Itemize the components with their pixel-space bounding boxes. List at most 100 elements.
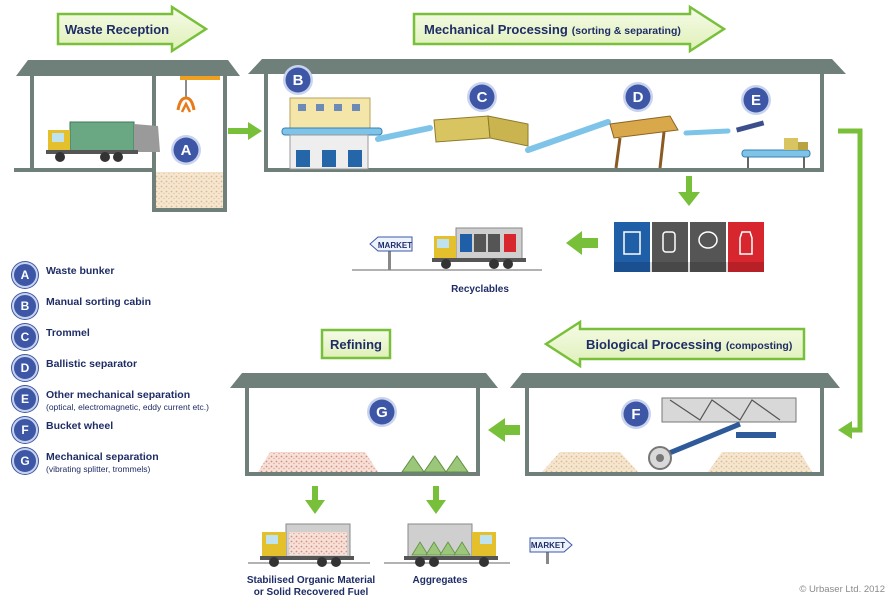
legend-badge: B	[12, 293, 38, 319]
legend-item-b: B Manual sorting cabin	[12, 293, 242, 324]
legend-label: Other mechanical separation(optical, ele…	[46, 386, 209, 413]
banner-mechanical-processing-sub: (sorting & separating)	[572, 25, 681, 37]
legend-label-text: Trommel	[46, 327, 90, 339]
market-sign-recyclables: MARKET	[369, 236, 413, 270]
grab-claw-icon	[176, 96, 196, 111]
badge-letter: E	[751, 92, 761, 109]
arrow-left-refining	[488, 418, 520, 442]
can-icon	[662, 231, 676, 253]
aggregates-pile-icon	[401, 455, 469, 473]
badge-d: D	[623, 82, 653, 112]
cardboard-bin	[614, 222, 650, 272]
banner-refining: Refining	[320, 328, 392, 360]
legend-label: Waste bunker	[46, 262, 114, 277]
plastic-bottles-bin	[728, 222, 764, 272]
arrow-right-1	[228, 122, 262, 140]
mechanical-processing-building	[248, 59, 846, 172]
svg-text:Mechanical Processing(sorting: Mechanical Processing (sorting & separati…	[424, 22, 681, 37]
legend-label: Trommel	[46, 324, 90, 339]
legend-label-text: Other mechanical separation	[46, 389, 191, 401]
copyright-credit: © Urbaser Ltd. 2012	[799, 584, 885, 595]
stabilised-material-truck-icon	[260, 523, 354, 567]
recyclables-truck-icon	[432, 227, 526, 269]
steel-cans-bin	[690, 222, 726, 272]
stabilised-line-1: Stabilised Organic Material	[246, 575, 376, 586]
refining-building	[230, 373, 498, 476]
legend-label-text: Waste bunker	[46, 265, 115, 277]
steel-can-icon	[698, 231, 718, 249]
legend-badge: C	[12, 324, 38, 350]
banner-waste-reception: Waste Reception	[56, 4, 209, 54]
flow-arrows	[228, 122, 863, 514]
banner-waste-reception-label: Waste Reception	[65, 22, 169, 37]
legend-label: Manual sorting cabin	[46, 293, 151, 308]
legend-label-text: Manual sorting cabin	[46, 296, 152, 308]
bucket-wheel-icon	[648, 446, 672, 470]
legend-badge: A	[12, 262, 38, 288]
banner-refining-label: Refining	[330, 337, 382, 352]
biological-processing-building	[510, 373, 840, 476]
market-sign-label: MARKET	[378, 241, 412, 250]
cardboard-icon	[623, 231, 641, 255]
arrow-down-stabilised	[305, 486, 325, 514]
mechanical-separation-icon	[735, 120, 811, 168]
garbage-truck-icon	[46, 121, 160, 162]
legend-item-a: A Waste bunker	[12, 262, 242, 293]
market-sign-label-2: MARKET	[531, 541, 565, 550]
arrow-down-aggregates	[426, 486, 446, 514]
legend-item-d: D Ballistic separator	[12, 355, 242, 386]
badge-letter: A	[181, 142, 192, 159]
badge-letter: F	[631, 406, 640, 423]
badge-b: B	[283, 65, 313, 95]
legend-label-text: Mechanical separation	[46, 451, 159, 463]
legend-item-g: G Mechanical separation(vibrating splitte…	[12, 448, 242, 479]
arrow-down-1	[678, 176, 700, 206]
legend-item-f: F Bucket wheel	[12, 417, 242, 448]
legend-badge: G	[12, 448, 38, 474]
legend-label: Mechanical separation(vibrating splitter…	[46, 448, 159, 475]
stabilised-line-2: or Solid Recovered Fuel	[253, 587, 369, 598]
market-sign-outputs: MARKET	[529, 537, 573, 564]
aggregates-label: Aggregates	[412, 575, 468, 586]
legend-label-text: Ballistic separator	[46, 358, 138, 370]
legend-sublabel: (vibrating splitter, trommels)	[46, 464, 151, 474]
arrow-side-connector	[838, 128, 863, 433]
legend-sublabel: (optical, electromagnetic, eddy current …	[46, 402, 209, 412]
legend-badge: F	[12, 417, 38, 443]
badge-letter: C	[477, 89, 488, 106]
legend-item-c: C Trommel	[12, 324, 242, 355]
svg-text:Biological Processing(composti: Biological Processing (composting)	[586, 337, 792, 352]
ballistic-separator-icon	[609, 115, 679, 169]
badge-g: G	[367, 397, 397, 427]
aggregates-truck-icon	[404, 523, 498, 567]
legend-badge: E	[12, 386, 38, 412]
badge-letter: D	[633, 89, 644, 106]
badge-a: A	[171, 135, 201, 165]
banner-biological-processing-sub: (composting)	[726, 340, 793, 352]
badge-e: E	[741, 85, 771, 115]
trommel-icon	[433, 115, 529, 147]
banner-mechanical-processing-label: Mechanical Processing	[424, 22, 568, 37]
legend-label: Bucket wheel	[46, 417, 113, 432]
legend-item-e: E Other mechanical separation(optical, el…	[12, 386, 242, 417]
banner-biological-processing: Biological Processing (composting)	[543, 319, 806, 369]
badge-f: F	[621, 399, 651, 429]
letter-badges: A B C D E F G	[171, 65, 771, 429]
waste-reception-building	[14, 60, 240, 212]
legend-label: Ballistic separator	[46, 355, 137, 370]
legend-badge: D	[12, 355, 38, 381]
bottle-icon	[739, 231, 753, 255]
banner-mechanical-processing: Mechanical Processing (sorting & separati…	[412, 4, 727, 54]
arrow-left-biological	[838, 421, 852, 439]
banner-biological-processing-label: Biological Processing	[586, 337, 722, 352]
arrow-left-recyclables	[566, 231, 598, 255]
legend-label-text: Bucket wheel	[46, 420, 114, 432]
recyclables-label: Recyclables	[451, 284, 509, 295]
aluminium-cans-bin	[652, 222, 688, 272]
recycling-bins	[612, 220, 764, 272]
stabilised-material-label: Stabilised Organic Material or Solid Rec…	[226, 575, 396, 599]
badge-letter: G	[376, 404, 388, 421]
sorting-cabin-icon	[281, 97, 383, 170]
